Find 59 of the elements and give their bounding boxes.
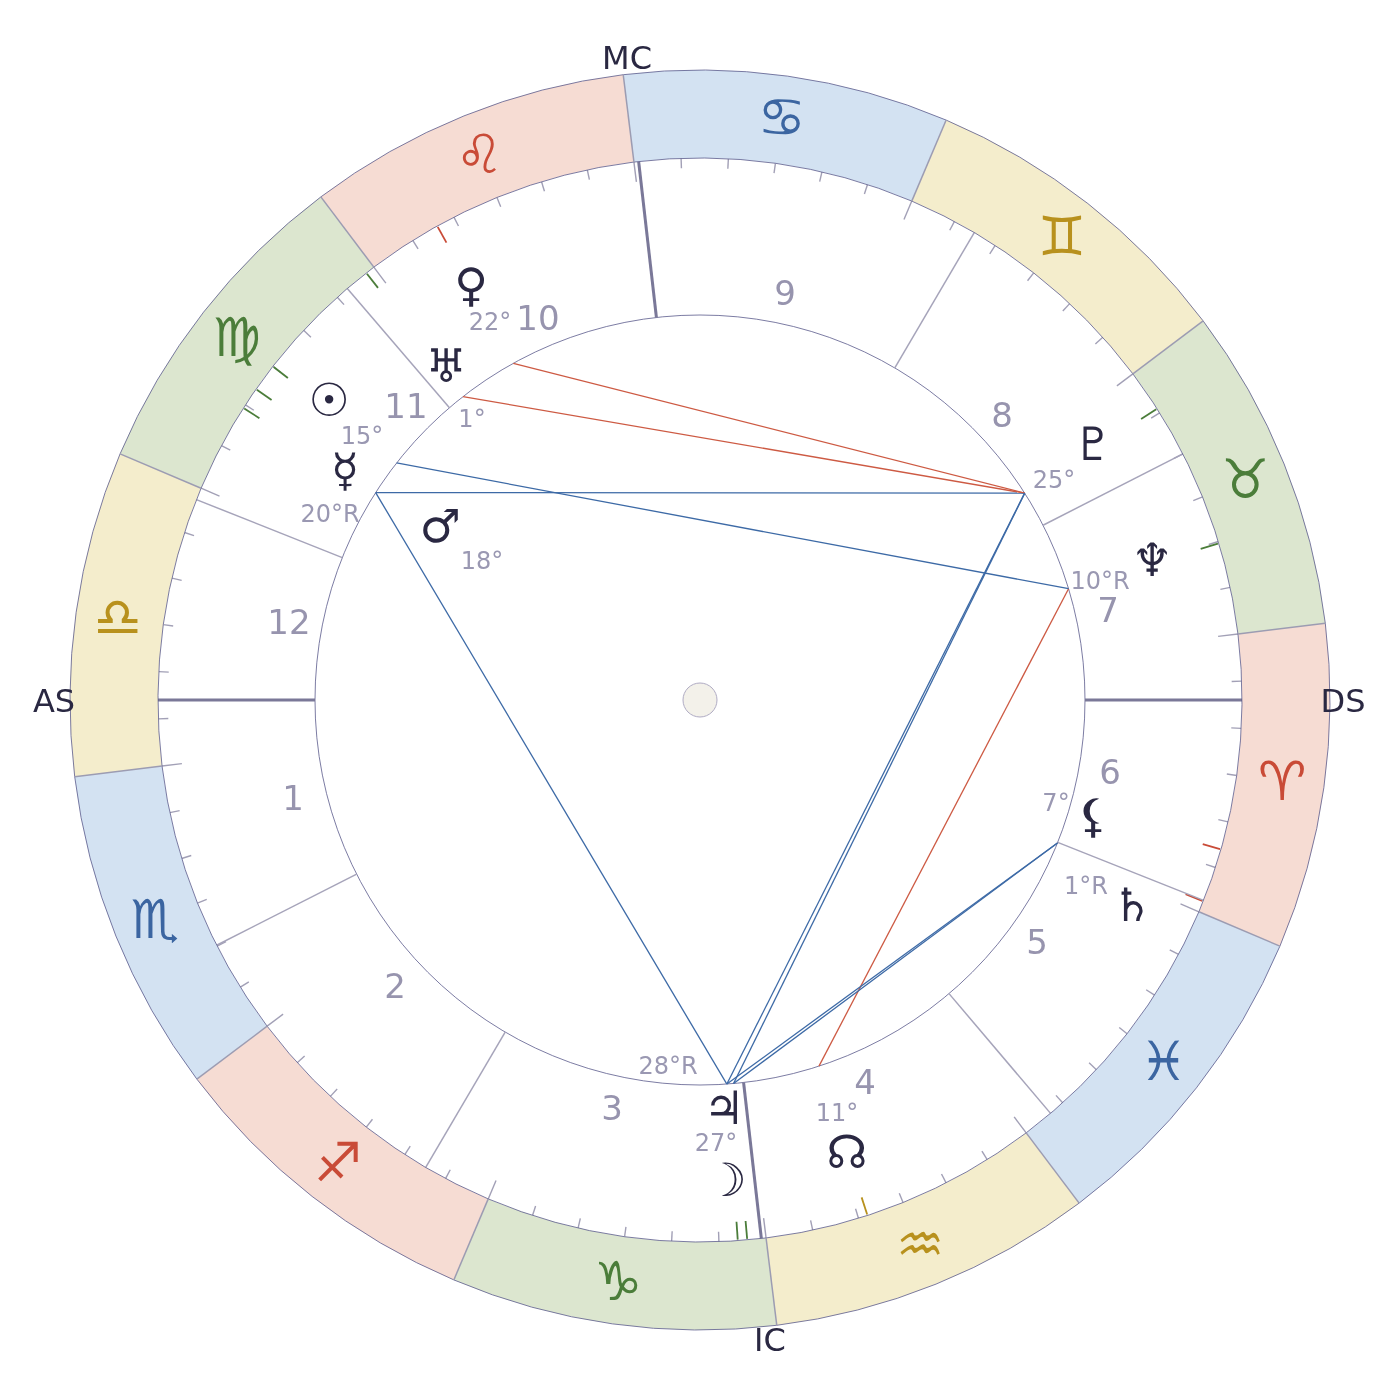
planet-degree: 7° (1042, 791, 1070, 815)
zodiac-sign-symbol: ♒ (896, 1218, 945, 1273)
planet-degree: 11° (815, 1101, 859, 1125)
planet-symbol: ☽ (705, 1157, 747, 1203)
planet-degree: 22° (468, 310, 512, 334)
planet-symbol: ♂ (419, 503, 461, 549)
planet-symbol: ♀ (454, 262, 488, 308)
planet-degree: 10°R (1070, 569, 1130, 593)
planet-degree: 25° (1032, 468, 1076, 492)
zodiac-sign-symbol: ♈ (1258, 754, 1307, 809)
planet-symbol: ⚸ (1076, 793, 1110, 839)
house-number: 12 (267, 605, 311, 639)
planet-degree: 15° (340, 424, 384, 448)
house-number: 5 (1026, 925, 1048, 959)
house-number: 3 (601, 1091, 623, 1125)
planet-degree: 1°R (1064, 874, 1108, 898)
zodiac-sign-symbol: ♓ (1139, 1035, 1188, 1089)
zodiac-sign-segment (73, 765, 269, 1081)
angle-label: DS (1320, 685, 1366, 717)
house-number: 9 (774, 276, 796, 310)
planet-degree: 1° (458, 407, 486, 431)
planet-symbol: ♆ (1131, 537, 1173, 583)
house-number: 7 (1097, 593, 1119, 627)
zodiac-sign-segment (195, 1025, 490, 1281)
zodiac-sign-symbol: ♊ (1037, 209, 1087, 264)
zodiac-sign-symbol: ♐ (313, 1136, 363, 1191)
planet-degree: 18° (460, 549, 504, 573)
zodiac-sign-symbol: ♎ (93, 591, 142, 646)
house-number: 11 (384, 389, 428, 423)
planet-degree: 27° (694, 1131, 738, 1155)
zodiac-sign-symbol: ♍ (212, 311, 261, 365)
planet-symbol: ♃ (703, 1085, 745, 1131)
planet-symbol: ☿ (330, 447, 360, 493)
planet-symbol: ☉ (308, 377, 350, 423)
house-number: 10 (516, 301, 560, 335)
angle-label: MC (602, 42, 652, 74)
planet-symbol: ♇ (1072, 421, 1114, 467)
zodiac-sign-symbol: ♋ (757, 90, 807, 145)
angle-label: IC (754, 1324, 786, 1356)
planet-degree: 28°R (638, 1054, 698, 1078)
zodiac-sign-segment (622, 69, 948, 203)
house-number: 6 (1099, 755, 1121, 789)
zodiac-sign-segment (765, 1131, 1081, 1327)
angle-label: AS (32, 685, 76, 717)
house-number: 1 (282, 781, 304, 815)
house-number: 4 (854, 1065, 876, 1099)
zodiac-sign-symbol: ♌ (455, 127, 504, 182)
planet-symbol: ♅ (425, 343, 467, 389)
zodiac-sign-symbol: ♑ (593, 1255, 643, 1310)
zodiac-sign-symbol: ♉ (1220, 452, 1270, 507)
house-number: 8 (991, 398, 1013, 432)
zodiac-sign-segment (910, 119, 1205, 375)
zodiac-sign-segment (319, 73, 635, 269)
house-number: 2 (384, 969, 406, 1003)
planet-degree: 20°R (300, 502, 360, 526)
zodiac-sign-segment (1131, 319, 1327, 635)
planet-symbol: ☊ (826, 1129, 868, 1175)
planet-symbol: ♄ (1111, 882, 1153, 928)
zodiac-sign-symbol: ♏ (130, 893, 179, 948)
